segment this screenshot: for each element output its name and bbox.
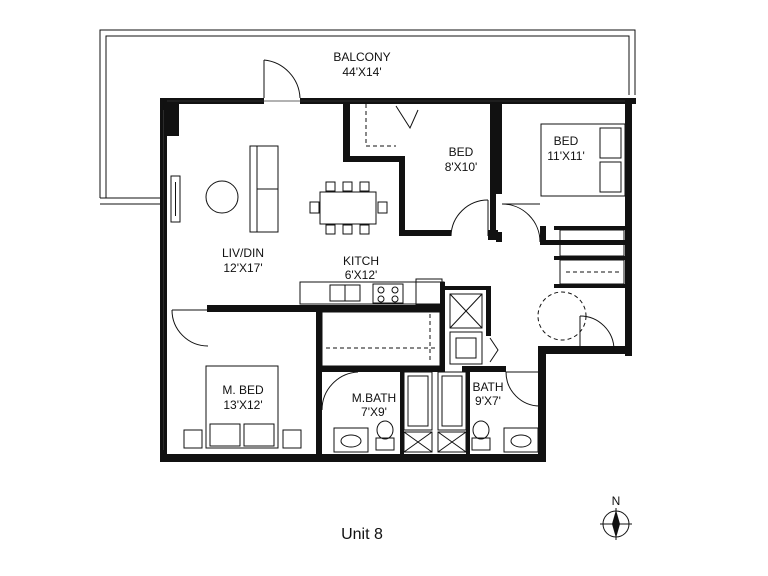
unit-title: Unit 8 — [341, 526, 383, 543]
balcony-outline — [99, 29, 636, 205]
north-label: N — [612, 494, 621, 508]
room-label-bed-small: BED 8'X10' — [445, 145, 478, 174]
room-name: BED — [554, 134, 579, 148]
door-swings — [171, 59, 615, 411]
room-size: 44'X14' — [342, 65, 381, 79]
room-size: 6'X12' — [345, 268, 378, 282]
room-size: 13'X12' — [223, 398, 262, 412]
room-label-bath: BATH 9'X7' — [472, 380, 503, 408]
room-name: M. BED — [222, 383, 264, 397]
room-name: KITCH — [343, 254, 379, 268]
room-label-bed-large: BED 11'X11' — [547, 134, 585, 163]
room-label-kitch: KITCH 6'X12' — [343, 254, 379, 282]
room-name: BATH — [472, 380, 503, 394]
interior-walls — [207, 104, 632, 462]
room-name: BALCONY — [333, 50, 390, 64]
room-name: M.BATH — [352, 391, 396, 405]
room-name: BED — [449, 145, 474, 159]
room-size: 9'X7' — [475, 394, 501, 408]
room-label-m-bed: M. BED 13'X12' — [222, 383, 264, 412]
room-size: 12'X17' — [223, 261, 262, 275]
room-label-liv-din: LIV/DIN 12'X17' — [222, 246, 264, 275]
north-arrow-icon: N — [600, 494, 632, 540]
room-label-m-bath: M.BATH 7'X9' — [352, 391, 396, 419]
room-name: LIV/DIN — [222, 246, 264, 260]
furniture — [170, 104, 626, 453]
room-size: 8'X10' — [445, 160, 478, 174]
exterior-walls — [160, 98, 636, 462]
room-size: 7'X9' — [361, 405, 387, 419]
room-label-balcony: BALCONY 44'X14' — [333, 50, 390, 79]
room-size: 11'X11' — [547, 149, 585, 163]
